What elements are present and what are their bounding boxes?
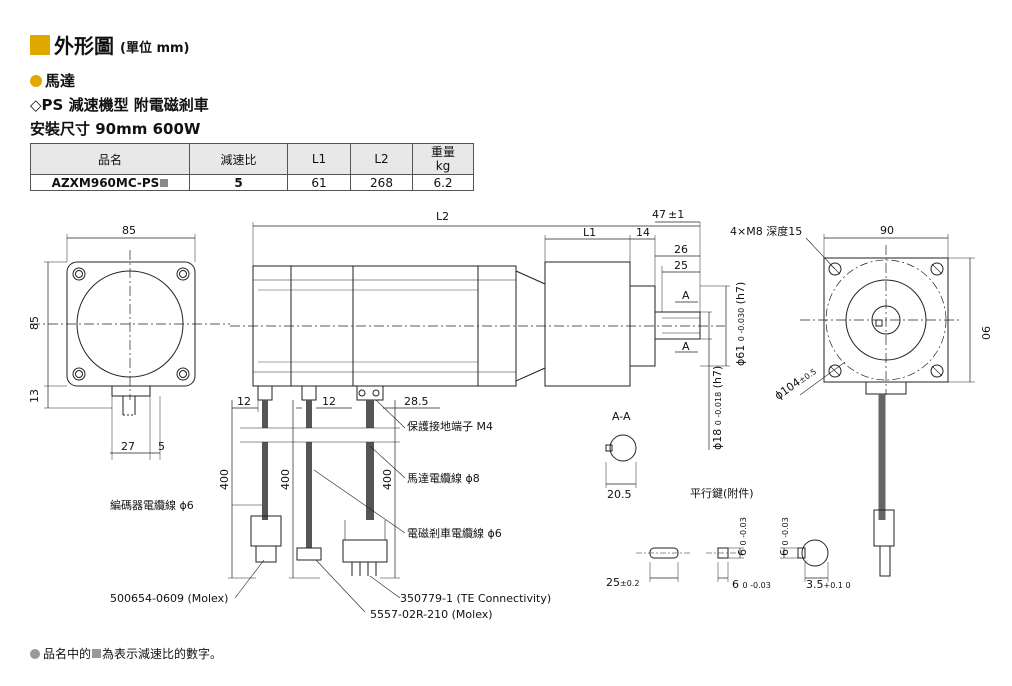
dim-26: 26 <box>674 243 688 256</box>
motor-cable-label: 馬達電纜線 ϕ8 <box>407 471 480 485</box>
dim-phi18: ϕ18 0 -0.018 (h7) <box>711 366 724 450</box>
encoder-connector <box>250 515 282 547</box>
hole-note: 4×M8 深度15 <box>730 224 802 238</box>
dim-47: 47 <box>652 208 666 221</box>
col-l2: L2 <box>350 143 413 175</box>
dim-front-height: 85 <box>28 316 41 330</box>
key-6a: 6 0 -0.03 <box>736 517 749 556</box>
col-ratio: 減速比 <box>189 143 288 175</box>
dim-front-27: 27 <box>121 440 135 453</box>
col-l1: L1 <box>287 143 351 175</box>
dim-cable-28-5: 28.5 <box>404 395 429 408</box>
cell-l1: 61 <box>287 174 351 191</box>
cell-model: AZXM960MC-PS <box>30 174 190 191</box>
dim-side-width: 90 <box>880 224 894 237</box>
output-shaft <box>654 311 701 340</box>
dim-25: 25 <box>674 259 688 272</box>
motor-connector <box>342 539 388 563</box>
dim-cable-400a: 400 <box>218 469 231 490</box>
brake-cable-label: 電磁剎車電纜線 ϕ6 <box>407 526 502 540</box>
unit-note: (單位 mm) <box>120 41 190 56</box>
dim-cable-400c: 400 <box>381 469 394 490</box>
section-a-bottom: A <box>682 340 690 353</box>
footnote: 品名中的 為表示減速比的數字。 <box>30 645 222 662</box>
cell-l2: 268 <box>350 174 413 191</box>
category-heading: 馬達 <box>30 70 75 91</box>
encoder-cable-label: 編碼器電纜線 ϕ6 <box>110 498 194 512</box>
dim-front-13: 13 <box>28 389 41 403</box>
dim-side-height: 90 <box>979 326 992 340</box>
cell-weight: 6.2 <box>412 174 474 191</box>
footnote-dot-icon <box>30 648 40 659</box>
col-model: 品名 <box>30 143 190 175</box>
page-header: 外形圖 (單位 mm) <box>30 30 190 59</box>
category-dot-icon <box>30 75 42 87</box>
brake-connector <box>296 547 322 561</box>
dim-phi61: ϕ61 0 -0.030 (h7) <box>734 282 747 366</box>
dim-14: 14 <box>636 226 650 239</box>
dim-cable-400b: 400 <box>279 469 292 490</box>
section-a-top: A <box>682 289 690 302</box>
ratio-placeholder-icon <box>92 649 102 658</box>
key-25: 25±0.2 <box>606 576 639 589</box>
key-title: 平行鍵(附件) <box>690 486 754 500</box>
key-3-5: 3.5+0.1 0 <box>806 578 851 591</box>
connector-1-label: 500654-0609 (Molex) <box>110 592 228 605</box>
dim-front-width: 85 <box>122 224 136 237</box>
page-title: 外形圖 <box>54 34 114 58</box>
ratio-placeholder-icon <box>160 178 169 187</box>
dim-phi104: ϕ104±0.5 <box>772 364 819 402</box>
section-aa-label: A-A <box>612 410 631 423</box>
key-6c: 6 0 -0.03 <box>778 517 791 556</box>
dim-l2: L2 <box>436 210 449 223</box>
dim-47-tol: ±1 <box>668 208 684 221</box>
dim-20-5: 20.5 <box>607 488 632 501</box>
connector-3-label: 5557-02R-210 (Molex) <box>370 608 493 621</box>
gear-head <box>544 261 631 387</box>
ground-terminal-label: 保護接地端子 M4 <box>407 419 493 433</box>
dim-cable-12a: 12 <box>237 395 251 408</box>
product-subtitle: ◇PS 減速機型 附電磁剎車 <box>30 96 209 114</box>
table-row: AZXM960MC-PS 5 61 268 6.2 <box>30 174 474 191</box>
dim-cable-12b: 12 <box>322 395 336 408</box>
header-marker-icon <box>30 34 50 55</box>
mounting-size: 安裝尺寸 90mm 600W <box>30 120 201 138</box>
dim-l1: L1 <box>583 226 596 239</box>
connector-2-label: 350779-1 (TE Connectivity) <box>400 592 551 605</box>
dim-front-5: 5 <box>158 440 165 453</box>
key-6b: 6 0 -0.03 <box>732 578 771 591</box>
